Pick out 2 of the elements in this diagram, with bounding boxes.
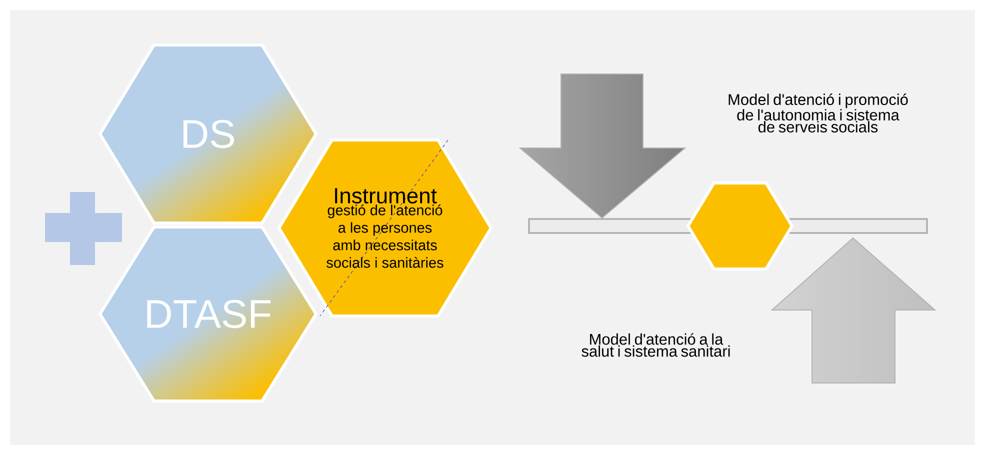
caption-text: Model d'atenció i promoció de l'autonomia i sistema de serveis socials [728, 94, 908, 132]
caption-text: Model d'atenció a la salut i sistema sanitari [582, 333, 730, 357]
